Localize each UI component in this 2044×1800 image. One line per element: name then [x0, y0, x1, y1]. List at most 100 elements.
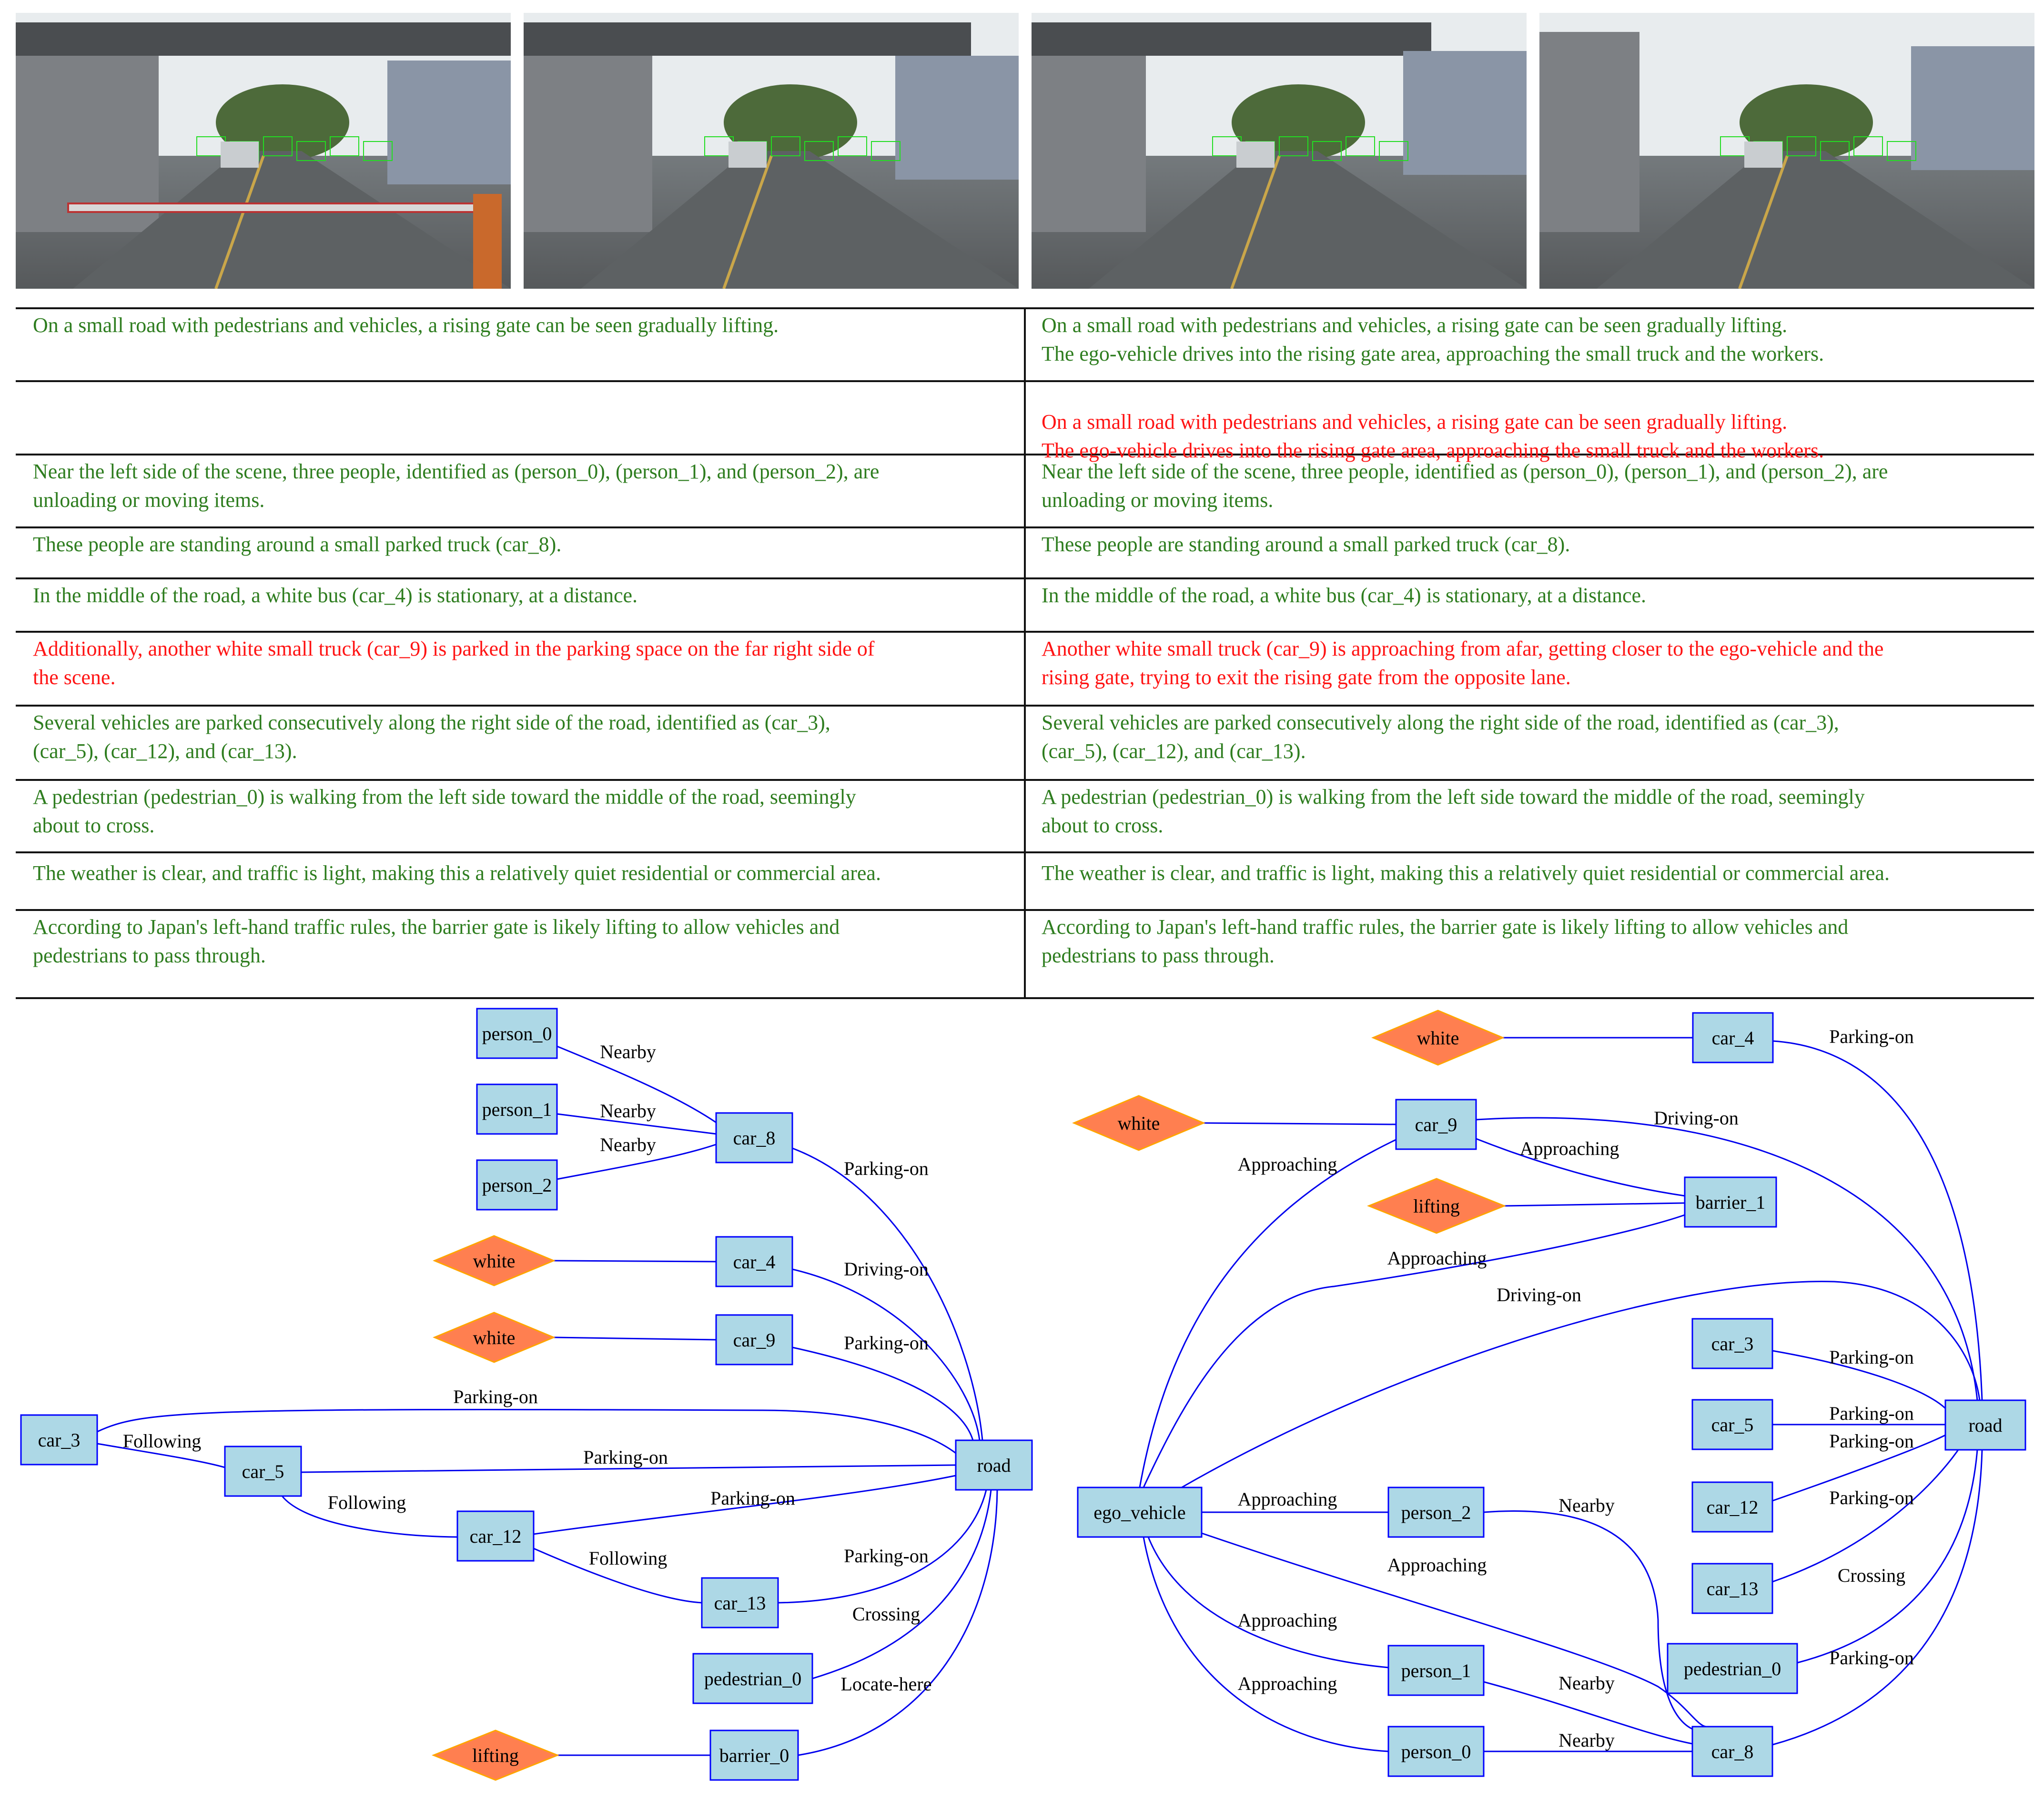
attribute-diamond-shape	[433, 1312, 556, 1363]
node-barrier-1: barrier_1	[1684, 1176, 1777, 1228]
edge-label: Nearby	[1558, 1672, 1615, 1694]
entity-box-shape	[1691, 1399, 1773, 1450]
node-car-9: car_9	[1395, 1099, 1477, 1150]
caption-line: about to cross.	[33, 814, 155, 837]
graph-edge	[97, 1408, 956, 1454]
caption-line: The weather is clear, and traffic is lig…	[33, 861, 881, 885]
table-cell-right: Near the left side of the scene, three p…	[1042, 457, 1888, 515]
node-label: car_5	[242, 1461, 284, 1482]
node-person-0: person_0	[1387, 1726, 1485, 1777]
caption-line: According to Japan's left-hand traffic r…	[33, 915, 840, 939]
edge-label: Approaching	[1238, 1609, 1337, 1631]
road-scene-illustration	[1032, 13, 1527, 289]
entity-box-shape	[1691, 1318, 1773, 1369]
entity-box-shape	[1395, 1099, 1477, 1150]
graph-edge-labels: NearbyNearbyNearbyParking-onDriving-onPa…	[123, 1026, 1914, 1751]
graph-edge	[792, 1346, 974, 1441]
camera-frames	[16, 13, 2034, 289]
graph-edge	[1772, 1040, 1983, 1401]
table-cell-left: Several vehicles are parked consecutivel…	[33, 708, 830, 766]
graph-edge	[97, 1443, 225, 1468]
node-label: car_12	[470, 1526, 522, 1547]
edge-label: Nearby	[600, 1100, 656, 1122]
node-label: white	[1417, 1027, 1459, 1049]
table-cell-right: Another white small truck (car_9) is app…	[1042, 635, 1883, 692]
entity-box-shape	[1944, 1399, 2026, 1451]
node-label: barrier_0	[719, 1745, 789, 1766]
edge-label: Approaching	[1387, 1554, 1487, 1576]
node-car-12: car_12	[456, 1510, 535, 1562]
edge-label: Approaching	[1387, 1247, 1487, 1269]
edge-label: Parking-on	[844, 1158, 929, 1179]
caption-line: the scene.	[33, 666, 116, 689]
node-lifting: lifting	[431, 1729, 560, 1781]
node-person-2: person_2	[1387, 1487, 1485, 1538]
graph-edge	[533, 1475, 956, 1535]
graph-edge	[557, 1045, 717, 1123]
node-car-4: car_4	[715, 1236, 793, 1287]
table-cell-left: In the middle of the road, a white bus (…	[33, 581, 637, 610]
node-label: ego_vehicle	[1093, 1502, 1185, 1523]
caption-line: Additionally, another white small truck …	[33, 637, 875, 660]
edge-label: Parking-on	[844, 1332, 929, 1354]
entity-box-shape	[692, 1653, 813, 1704]
table-cell-right: On a small road with pedestrians and veh…	[1042, 311, 1824, 368]
entity-box-shape	[715, 1112, 793, 1163]
graph-edge	[1504, 1202, 1685, 1207]
edge-label: Parking-on	[1829, 1403, 1914, 1424]
graph-edge	[1797, 1449, 1978, 1664]
table-cell-left: According to Japan's left-hand traffic r…	[33, 913, 840, 970]
entity-box-shape	[1667, 1643, 1798, 1694]
graph-edge	[1181, 1281, 1981, 1488]
node-car-12: car_12	[1691, 1481, 1773, 1533]
caption-line: rising gate, trying to exit the rising g…	[1042, 666, 1571, 689]
entity-box-shape	[709, 1729, 799, 1781]
node-label: person_1	[482, 1099, 552, 1120]
caption-line: Near the left side of the scene, three p…	[1042, 460, 1888, 483]
edge-label: Parking-on	[1829, 1487, 1914, 1508]
node-pedestrian-0: pedestrian_0	[1667, 1643, 1798, 1694]
edge-label: Parking-on	[1829, 1026, 1914, 1047]
node-person-2: person_2	[476, 1159, 558, 1211]
graph-edge	[1176, 1524, 1706, 1728]
caption-line: about to cross.	[1042, 814, 1164, 837]
attribute-diamond-shape	[1072, 1095, 1205, 1151]
edge-label: Driving-on	[844, 1258, 929, 1280]
entity-box-shape	[1692, 1012, 1774, 1063]
node-label: car_5	[1711, 1414, 1754, 1436]
node-road: road	[955, 1439, 1033, 1491]
node-label: lifting	[1413, 1195, 1460, 1217]
attribute-diamond-shape	[433, 1235, 556, 1286]
node-label: car_3	[1711, 1333, 1754, 1355]
node-car-3: car_3	[20, 1414, 98, 1466]
caption-line: Another white small truck (car_9) is app…	[1042, 637, 1884, 660]
caption-line: unloading or moving items.	[1042, 488, 1274, 512]
caption-line: These people are standing around a small…	[1042, 533, 1570, 556]
node-white-a: white	[1371, 1010, 1505, 1066]
node-barrier-0: barrier_0	[709, 1729, 799, 1781]
edge-label: Approaching	[1238, 1153, 1337, 1175]
camera-frame-2	[524, 13, 1019, 289]
graph-edge	[812, 1489, 992, 1679]
caption-line: In the middle of the road, a white bus (…	[33, 584, 638, 607]
entity-box-shape	[1691, 1563, 1773, 1614]
graph-edge	[1147, 1537, 1389, 1669]
edge-label: Crossing	[1838, 1565, 1905, 1586]
table-cell-right: According to Japan's left-hand traffic r…	[1042, 913, 1848, 970]
caption-line: The weather is clear, and traffic is lig…	[1042, 861, 1890, 885]
node-car-5: car_5	[1691, 1399, 1773, 1450]
caption-line: These people are standing around a small…	[33, 533, 562, 556]
edge-label: Nearby	[1558, 1495, 1615, 1516]
caption-line: On a small road with pedestrians and veh…	[1042, 410, 1788, 434]
node-car-8: car_8	[1691, 1726, 1773, 1777]
edge-label: Parking-on	[583, 1446, 668, 1468]
table-bottom-border	[16, 997, 2034, 999]
graph-edge	[533, 1547, 702, 1604]
graph-edge	[1483, 1510, 1697, 1731]
node-label: car_9	[1415, 1114, 1457, 1135]
graph-edge	[1483, 1681, 1693, 1745]
node-lifting: lifting	[1366, 1178, 1507, 1234]
node-label: barrier_1	[1696, 1192, 1766, 1213]
